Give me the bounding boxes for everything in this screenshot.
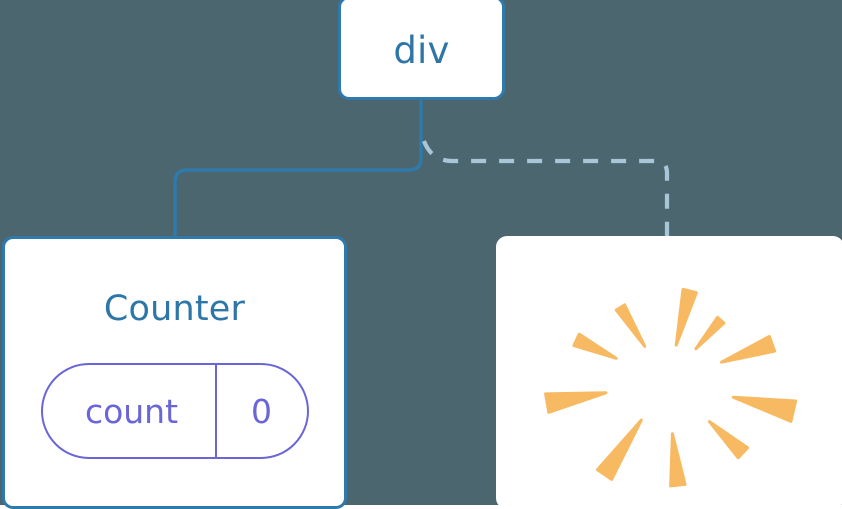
burst-ray-9: [614, 303, 647, 348]
burst-ray-6: [595, 418, 643, 481]
burst-ray-7: [544, 391, 608, 414]
edge-div-burst: [422, 140, 670, 238]
counter-node-label: Counter: [103, 289, 246, 329]
burst-ray-8: [572, 332, 618, 360]
burst-node[interactable]: [496, 236, 842, 509]
burst-ray-4: [707, 420, 750, 460]
edge-div-counter: [173, 100, 423, 238]
burst-ray-0: [674, 287, 698, 347]
burst-ray-1: [694, 315, 726, 351]
prop-pill-count[interactable]: count 0: [40, 363, 309, 459]
sparkle-burst-icon: [544, 287, 798, 488]
prop-value-label: 0: [214, 365, 307, 457]
burst-ray-2: [720, 334, 777, 364]
counter-node[interactable]: Counter count 0: [2, 236, 347, 509]
burst-ray-3: [731, 395, 798, 423]
div-node-label: div: [393, 28, 450, 72]
prop-key-label: count: [84, 391, 179, 431]
div-node[interactable]: div: [338, 0, 505, 100]
burst-ray-5: [669, 432, 687, 488]
